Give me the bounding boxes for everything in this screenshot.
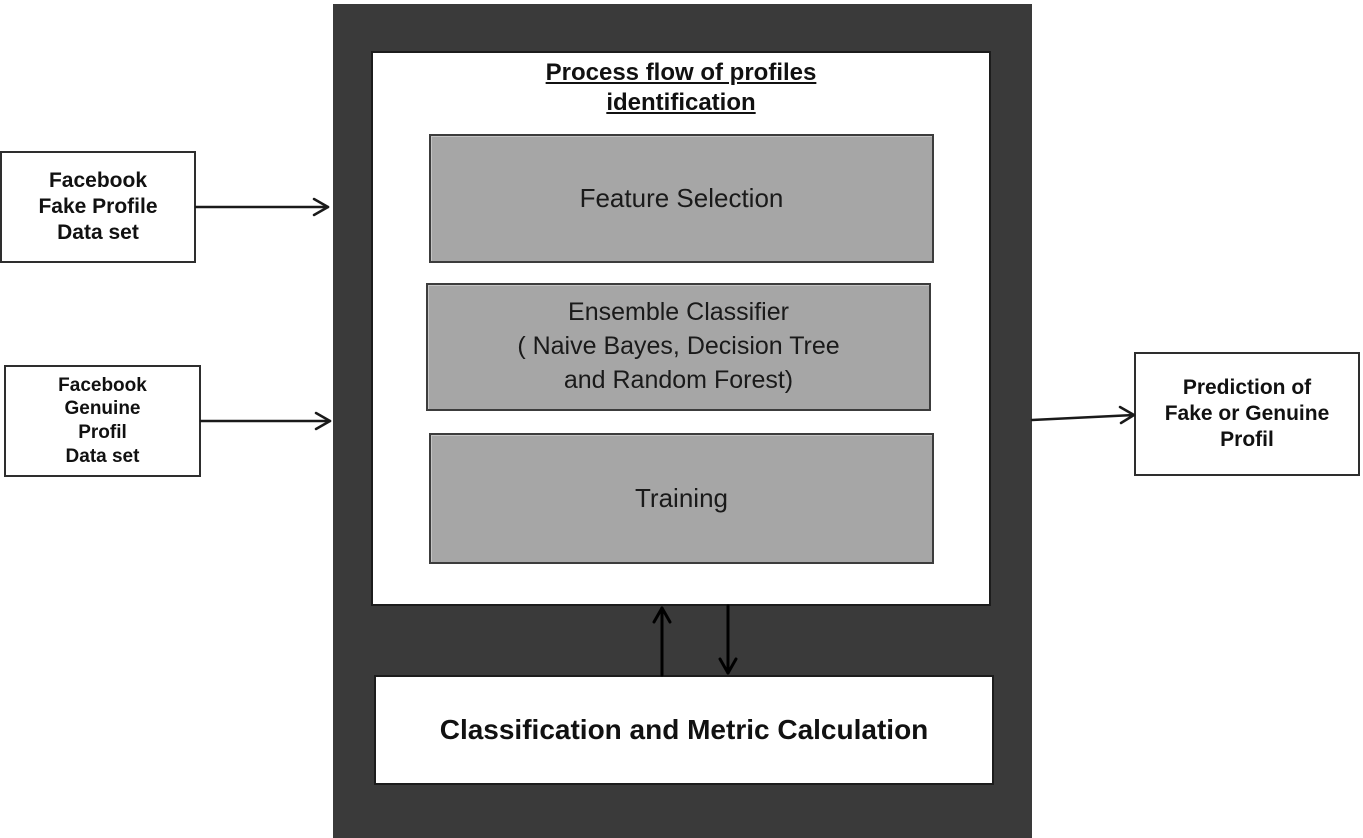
input-genuine-line-3: Profil xyxy=(78,422,127,443)
input-fake-line-3: Data set xyxy=(57,221,139,245)
input-genuine-line-1: Facebook xyxy=(58,374,147,396)
step-feature-selection: Feature Selection xyxy=(429,134,934,263)
arrow-process-to-prediction xyxy=(1030,413,1136,422)
panel-title-line-1: Process flow of profiles xyxy=(545,59,817,86)
output-line-3: Profil xyxy=(1220,428,1274,452)
metric-calculation-label: Classification and Metric Calculation xyxy=(439,714,929,745)
input-fake-profile-dataset: Facebook Fake Profile Data set xyxy=(0,151,196,263)
metric-calculation-box: Classification and Metric Calculation xyxy=(374,675,994,785)
arrowhead-down xyxy=(718,657,738,675)
step-training-label: Training xyxy=(635,482,728,513)
input-genuine-line-2: Genuine xyxy=(64,398,141,420)
arrowhead-fake xyxy=(312,197,330,217)
step-ensemble-line-3: and Random Forest) xyxy=(563,365,794,394)
output-line-1: Prediction of xyxy=(1182,375,1312,399)
step-training: Training xyxy=(429,433,934,564)
input-fake-line-1: Facebook xyxy=(48,168,148,192)
panel-title: Process flow of profiles identification xyxy=(371,58,991,118)
step-ensemble-line-2: ( Naive Bayes, Decision Tree xyxy=(517,332,840,361)
step-ensemble-line-1: Ensemble Classifier xyxy=(568,298,789,327)
arrowhead-up xyxy=(652,606,672,624)
input-fake-line-2: Fake Profile xyxy=(38,194,158,218)
arrowhead-genuine xyxy=(314,411,332,431)
arrowhead-prediction xyxy=(1118,405,1136,425)
step-feature-selection-label: Feature Selection xyxy=(579,182,784,213)
panel-title-line-2: identification xyxy=(606,89,756,116)
input-genuine-line-4: Data set xyxy=(65,445,140,467)
input-genuine-profile-dataset: Facebook Genuine Profil Data set xyxy=(4,365,201,477)
output-prediction-box: Prediction of Fake or Genuine Profil xyxy=(1134,352,1360,476)
output-line-2: Fake or Genuine xyxy=(1164,401,1330,425)
step-ensemble-classifier: Ensemble Classifier ( Naive Bayes, Decis… xyxy=(426,283,931,411)
